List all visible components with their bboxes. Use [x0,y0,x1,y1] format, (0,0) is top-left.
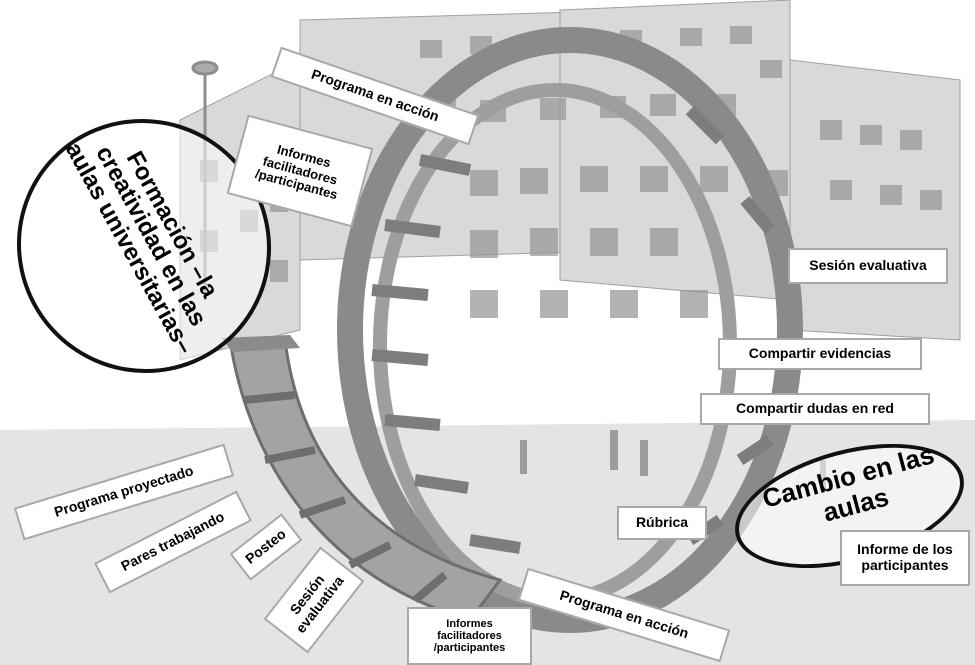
label-informe-participantes: Informe de los participantes [840,530,970,586]
label-sesion-evaluativa-right-text: Sesión evaluativa [809,258,927,274]
label-compartir-evidencias-text: Compartir evidencias [749,346,891,362]
label-informe-participantes-text: Informe de los participantes [857,542,953,573]
label-compartir-dudas-text: Compartir dudas en red [736,401,894,417]
label-rubrica-text: Rúbrica [636,515,688,531]
label-compartir-evidencias: Compartir evidencias [718,338,922,370]
label-informes-bottom-text: Informes facilitadores /participantes [434,618,506,655]
label-sesion-evaluativa-right: Sesión evaluativa [788,248,948,284]
label-rubrica: Rúbrica [617,506,707,540]
label-informes-bottom: Informes facilitadores /participantes [407,607,532,665]
label-compartir-dudas: Compartir dudas en red [700,393,930,425]
label-informes-top-text: Informes facilitadores /participantes [254,139,347,203]
